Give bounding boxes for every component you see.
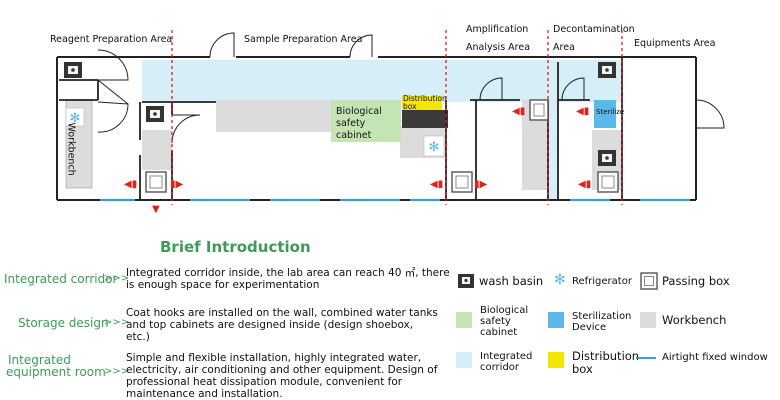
legend-bsc-label-1: Biological [480, 305, 529, 316]
feature-desc-equipment-4: maintenance and installation. [126, 388, 283, 400]
feature-arrow-corridor: >>> [104, 273, 130, 284]
svg-text:✻: ✻ [429, 140, 440, 155]
legend-window-label: Airtight fixed window [662, 352, 768, 363]
feature-desc-storage-3: etc.) [126, 331, 150, 343]
sterilize-label: Sterilize [596, 108, 625, 116]
svg-text:◀▮: ◀▮ [430, 179, 443, 190]
feature-arrow-storage: >>> [104, 317, 130, 328]
area-label-amplification-1: Amplification [466, 24, 529, 35]
area-label-reagent: Reagent Preparation Area [50, 34, 173, 45]
workbench-label: Workbench [65, 122, 77, 176]
legend-sterilization-label-2: Device [572, 322, 607, 333]
integrated-corridor [142, 60, 622, 102]
svg-text:▮▶: ▮▶ [474, 179, 488, 190]
legend-wash-basin-icon [458, 274, 474, 288]
workbench-sample-main [216, 100, 331, 132]
sterilization-device [594, 100, 616, 128]
passing-box-2 [451, 171, 473, 193]
area-label-equipments: Equipments Area [634, 38, 716, 49]
feature-desc-equipment-3: professional heat dissipation module, co… [126, 376, 403, 388]
svg-text:▮▶: ▮▶ [170, 179, 184, 190]
feature-desc-storage-1: Coat hooks are installed on the wall, co… [126, 307, 438, 319]
passing-box-3 [529, 99, 549, 121]
feature-desc-equipment-2: electricity, air conditioning and other … [126, 364, 438, 376]
legend-distribution-label-2: box [572, 362, 593, 376]
legend-refrigerator-icon: ✻ [554, 271, 566, 287]
passing-box-4 [597, 171, 619, 193]
legend-distribution-label-1: Distribution [572, 349, 640, 363]
legend-workbench-label: Workbench [662, 313, 727, 327]
wash-basin-sample [146, 106, 164, 122]
workbench-sample-left [142, 130, 172, 170]
legend-passing-box-icon [640, 272, 658, 290]
svg-text:◀▮: ◀▮ [124, 179, 137, 190]
intro-title: Brief Introduction [160, 238, 311, 256]
biological-safety-cabinet [331, 100, 401, 142]
legend-wash-basin-label: wash basin [479, 274, 544, 288]
refrigerator-amp: ✻ [423, 135, 445, 157]
wash-basin-decon-bottom [598, 150, 616, 166]
legend-window-line [636, 357, 656, 359]
feature-name-storage: Storage design [18, 316, 109, 330]
legend-workbench-swatch [640, 312, 656, 328]
bsc-label-2: safety [336, 118, 366, 129]
legend-corridor-swatch [456, 352, 472, 368]
feature-desc-equipment-1: Simple and flexible installation, highly… [126, 352, 422, 364]
legend-bsc-swatch [456, 312, 472, 328]
legend-corridor-label-1: Integrated [480, 351, 533, 362]
area-label-decontamination-1: Decontamination [553, 24, 635, 35]
svg-text:◀▮: ◀▮ [578, 179, 591, 190]
bsc-label-3: cabinet [336, 130, 372, 141]
feature-name-corridor: Integrated corridor [4, 272, 118, 286]
feature-desc-corridor-1: Integrated corridor inside, the lab area… [126, 267, 450, 279]
integrated-corridor-decon [548, 60, 558, 200]
refrigerator-reagent: ✻ [65, 107, 85, 127]
svg-text:▼: ▼ [152, 204, 160, 215]
area-label-sample: Sample Preparation Area [244, 34, 363, 45]
distribution-label-1: Distribution [403, 94, 447, 103]
legend-sterilization-swatch [548, 312, 564, 328]
svg-text:◀▮: ◀▮ [512, 106, 525, 117]
feature-desc-storage-2: and top cabinets are designed inside (de… [126, 319, 414, 331]
area-label-decontamination-2: Area [553, 42, 575, 53]
feature-desc-corridor-2: is enough space for experimentation [126, 279, 320, 291]
area-label-amplification-2: Analysis Area [466, 42, 531, 53]
feature-arrow-equipment: >>> [104, 366, 130, 377]
legend-sterilization-label-1: Sterilization [572, 311, 632, 322]
floor-plan-drawing: ✻ ✻ ◀▮ ▮▶ ◀▮ ▮▶ ◀▮ ◀▮ ◀▮ ▼ [56, 30, 725, 215]
legend-bsc-label-2: safety [480, 316, 511, 327]
legend-bsc-label-3: cabinet [480, 327, 518, 338]
svg-text:◀▮: ◀▮ [576, 106, 589, 117]
legend-distribution-swatch [548, 352, 564, 368]
distribution-label-2: box [403, 102, 417, 111]
wash-basin-reagent [64, 62, 82, 78]
legend-passing-box-label: Passing box [662, 274, 730, 288]
distribution-box [402, 96, 442, 110]
bsc-label-1: Biological [336, 106, 382, 117]
svg-text:✻: ✻ [70, 111, 81, 126]
legend-refrigerator-label: Refrigerator [572, 276, 632, 287]
passing-box-1 [145, 171, 167, 193]
feature-name-equipment-2: equipment room [6, 365, 106, 379]
wash-basin-decon-top [598, 62, 616, 78]
feature-name-equipment-1: Integrated [8, 353, 71, 367]
legend-corridor-label-2: corridor [480, 362, 520, 373]
